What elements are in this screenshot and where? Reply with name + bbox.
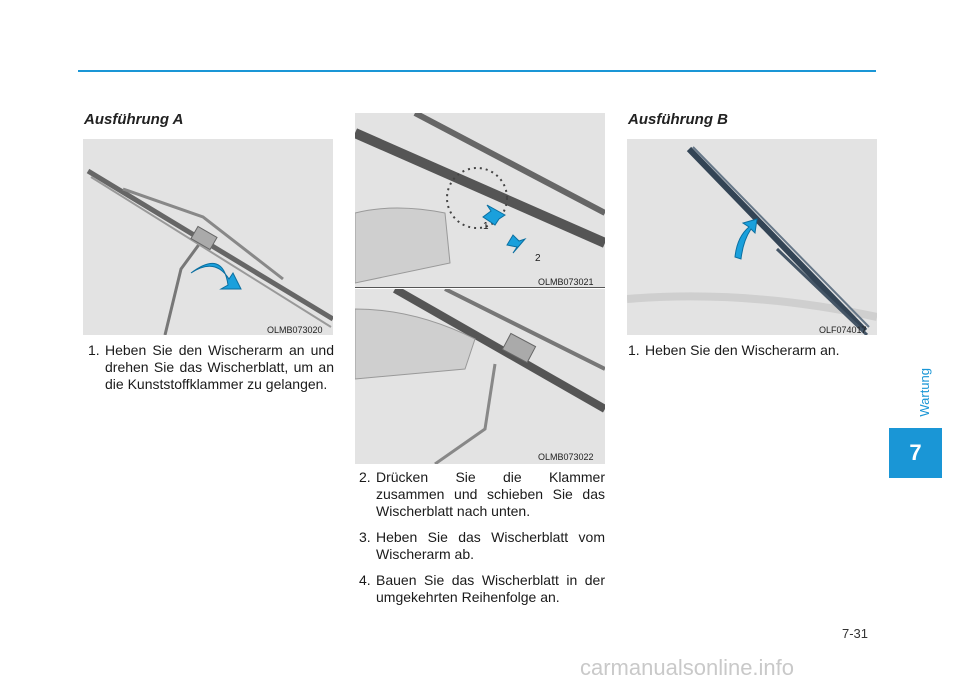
- figure-code-b: OLF074017: [819, 325, 867, 335]
- clip-press-illustration: [355, 113, 605, 284]
- list-item: 2.Drücken Sie die Klammer zusammen und s…: [359, 469, 605, 519]
- figure-clip-press: 1 2: [355, 113, 605, 288]
- blade-remove-illustration: [355, 289, 605, 464]
- heading-ausfuehrung-b: Ausführung B: [628, 111, 728, 128]
- figure-code-a: OLMB073020: [267, 325, 323, 335]
- figure-blade-remove: [355, 289, 605, 464]
- page-number: 7-31: [842, 626, 869, 641]
- figure-code-mid-top: OLMB073021: [538, 277, 594, 287]
- wiper-blade-illustration-a: [86, 168, 333, 335]
- watermark: carmanualsonline.info: [580, 655, 795, 680]
- figure-divider: [355, 287, 605, 288]
- chapter-side-label: Wartung: [917, 368, 932, 417]
- figure-wiper-rotate: [83, 139, 333, 335]
- list-item: 1.Heben Sie den Wischerarm an und drehen…: [88, 342, 334, 392]
- list-item: 4.Bauen Sie das Wischerblatt in der umge…: [359, 572, 605, 605]
- wiper-blade-illustration-b: [627, 146, 877, 335]
- figure-wiper-lift: [627, 139, 877, 335]
- callout-2: 2: [535, 253, 541, 264]
- list-item: 1.Heben Sie den Wischerarm an.: [628, 342, 840, 358]
- steps-list-mid: 2.Drücken Sie die Klammer zusammen und s…: [359, 469, 605, 615]
- top-rule: [78, 70, 876, 72]
- figure-code-mid-bottom: OLMB073022: [538, 452, 594, 462]
- callout-1: 1: [483, 221, 489, 232]
- heading-ausfuehrung-a: Ausführung A: [84, 111, 184, 128]
- steps-list-a: 1.Heben Sie den Wischerarm an und drehen…: [88, 342, 334, 402]
- list-item: 3.Heben Sie das Wischerblatt vom Wischer…: [359, 529, 605, 562]
- chapter-tab: 7: [889, 428, 942, 478]
- steps-list-b: 1.Heben Sie den Wischerarm an.: [628, 342, 876, 368]
